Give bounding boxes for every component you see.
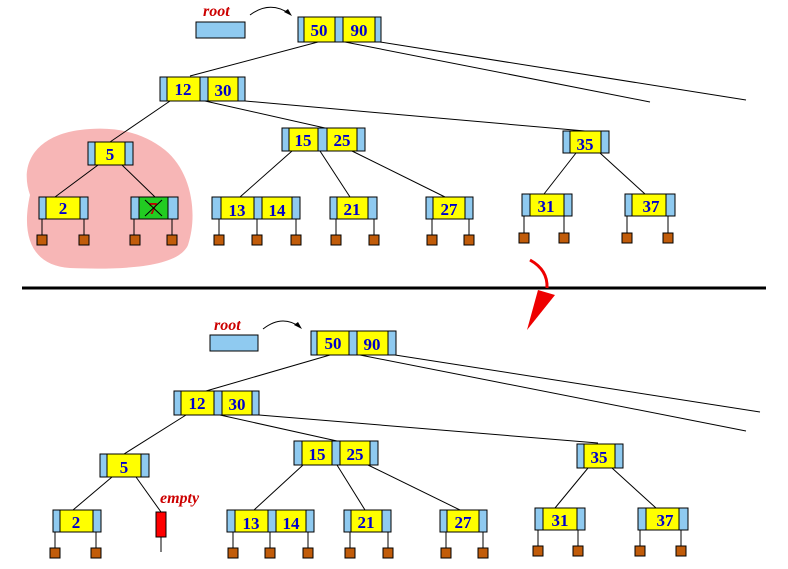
key-15: 15 xyxy=(295,131,312,150)
leaves-before xyxy=(36,232,674,246)
key-13: 13 xyxy=(229,201,246,220)
edge xyxy=(599,152,646,195)
node-5: 5 xyxy=(99,453,150,478)
key-5: 5 xyxy=(120,458,129,477)
key-12: 12 xyxy=(189,394,206,413)
key-15: 15 xyxy=(309,445,326,464)
before-tree: 50 90 12 30 5 2 xyxy=(36,3,747,246)
root-pointer-box xyxy=(195,21,246,39)
node-root: 50 90 xyxy=(310,330,397,356)
node-31: 31 xyxy=(521,193,573,217)
node-13-14: 13 14 xyxy=(226,509,315,533)
node-12-30: 12 30 xyxy=(173,390,260,416)
key-25: 25 xyxy=(347,445,364,464)
highlight-blob xyxy=(26,128,193,269)
key-27: 27 xyxy=(441,200,459,219)
edge xyxy=(54,164,99,198)
node-37: 37 xyxy=(637,507,689,531)
key-14: 14 xyxy=(283,514,301,533)
key-31: 31 xyxy=(552,511,569,530)
node-2: 2 xyxy=(52,509,102,533)
cross-mark-icon xyxy=(144,199,163,217)
empty-node xyxy=(155,511,167,538)
node-31: 31 xyxy=(534,507,586,531)
key-5: 5 xyxy=(106,145,115,164)
key-50: 50 xyxy=(311,21,328,40)
node-35: 35 xyxy=(562,130,610,154)
key-35: 35 xyxy=(577,135,594,154)
key-35: 35 xyxy=(591,448,608,467)
edge xyxy=(319,150,351,198)
key-30: 30 xyxy=(215,81,232,100)
leaves-after xyxy=(49,545,687,559)
root-arrow-icon xyxy=(249,6,291,16)
node-21: 21 xyxy=(329,196,378,220)
key-13: 13 xyxy=(243,514,260,533)
node-27: 27 xyxy=(425,196,474,220)
node-37: 37 xyxy=(624,193,676,217)
edge xyxy=(351,150,446,198)
edge xyxy=(379,41,747,101)
key-25: 25 xyxy=(334,131,351,150)
edge xyxy=(543,152,577,195)
node-7-deleted: 7 xyxy=(130,196,179,220)
key-90: 90 xyxy=(351,21,368,40)
key-27: 27 xyxy=(455,513,473,532)
after-tree: 50 90 12 30 5 2 empty xyxy=(49,317,761,559)
key-2: 2 xyxy=(59,199,68,218)
node-21: 21 xyxy=(343,509,392,533)
edge xyxy=(109,100,171,143)
node-2: 2 xyxy=(38,196,89,220)
node-27: 27 xyxy=(439,509,488,533)
key-31: 31 xyxy=(538,197,555,216)
edge xyxy=(239,150,293,198)
key-2: 2 xyxy=(72,513,81,532)
node-12-30: 12 30 xyxy=(159,76,246,102)
key-90: 90 xyxy=(364,335,381,354)
root-label: root xyxy=(203,3,230,20)
edge xyxy=(121,164,156,198)
root-pointer-box xyxy=(209,334,259,352)
node-35: 35 xyxy=(576,443,624,469)
key-37: 37 xyxy=(657,511,675,530)
key-21: 21 xyxy=(358,513,375,532)
key-14: 14 xyxy=(269,201,287,220)
key-12: 12 xyxy=(175,80,192,99)
leaf-stems xyxy=(41,215,669,235)
edge xyxy=(344,41,651,103)
key-30: 30 xyxy=(229,395,246,414)
key-50: 50 xyxy=(325,334,342,353)
node-root: 50 90 xyxy=(297,16,382,43)
root-label: root xyxy=(214,317,241,334)
edge xyxy=(189,41,319,77)
edge xyxy=(204,100,326,129)
node-15-25: 15 25 xyxy=(281,127,366,152)
key-37: 37 xyxy=(643,197,661,216)
leaf-stems xyxy=(54,529,682,552)
transition-arrow-icon xyxy=(527,258,555,330)
empty-label: empty xyxy=(160,490,200,507)
key-21: 21 xyxy=(344,200,361,219)
edge xyxy=(244,100,586,132)
node-13-14: 13 14 xyxy=(211,196,301,220)
node-15-25: 15 25 xyxy=(293,440,379,466)
node-5: 5 xyxy=(87,141,134,166)
